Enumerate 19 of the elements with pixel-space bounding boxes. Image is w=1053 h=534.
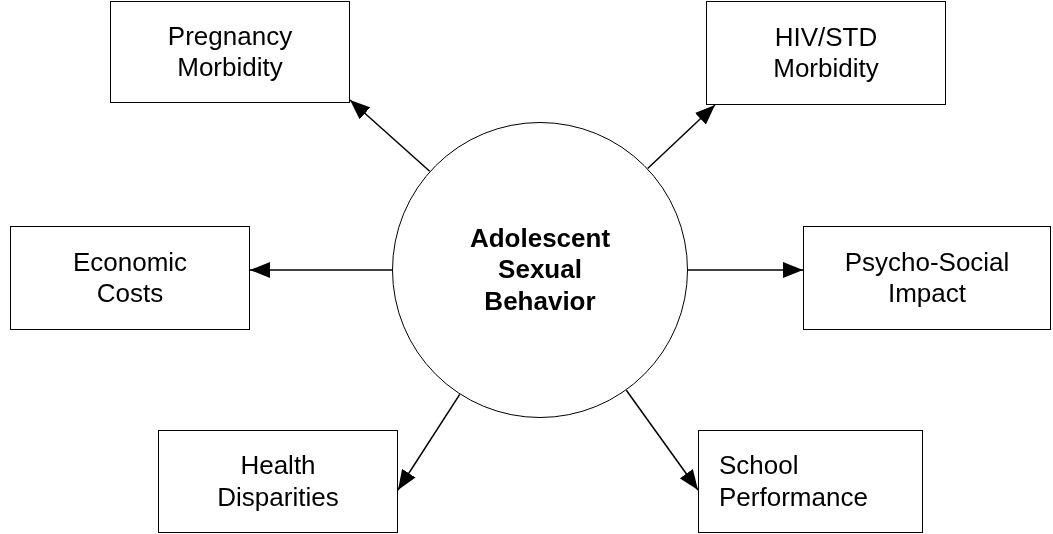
node-label: Economic Costs: [71, 246, 189, 310]
outcome-box: [110, 1, 350, 103]
node-label: Psycho-Social Impact: [843, 246, 1011, 310]
arrow: [249, 262, 393, 278]
node-label: Health Disparities: [216, 450, 340, 513]
arrow: [646, 104, 716, 170]
node-label: Pregnancy Morbidity: [166, 20, 294, 84]
outcome-box: [706, 1, 946, 105]
arrow: [687, 262, 804, 278]
node-label: Adolescent Sexual Behavior: [468, 223, 612, 317]
arrow: [397, 393, 461, 491]
arrow: [625, 389, 699, 491]
arrow: [349, 99, 431, 173]
outcome-box: [698, 430, 923, 533]
node-label: HIV/STD Morbidity: [772, 21, 880, 85]
outcome-box: [158, 430, 398, 533]
outcome-box: [803, 226, 1051, 330]
node-label: School Performance: [719, 450, 869, 513]
outcome-box: [10, 226, 250, 330]
